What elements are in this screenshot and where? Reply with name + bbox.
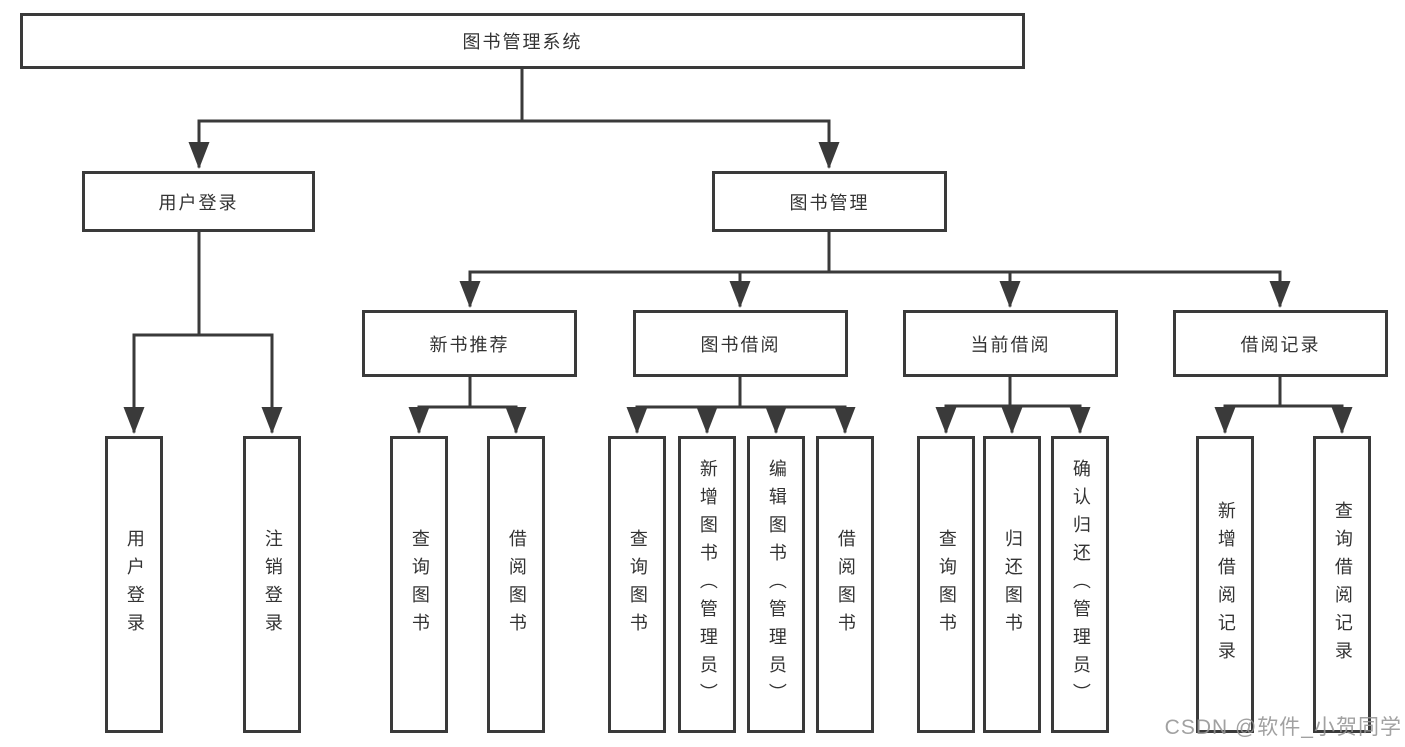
node-label: 新书推荐 xyxy=(429,334,510,355)
leaf-logout: 注销登录 xyxy=(243,436,301,733)
leaf-records-query-record: 查询借阅记录 xyxy=(1313,436,1371,733)
node-current-borrowing: 当前借阅 xyxy=(903,310,1118,377)
leaf-borrowing-add-books-admin: 新增图书（管理员） xyxy=(678,436,736,733)
leaf-current-confirm-return-admin: 确认归还（管理员） xyxy=(1051,436,1109,733)
node-label: 图书借阅 xyxy=(700,334,781,355)
leaf-borrowing-borrow-books: 借阅图书 xyxy=(816,436,874,733)
node-label: 新增借阅记录 xyxy=(1215,500,1236,669)
node-label: 借阅记录 xyxy=(1240,334,1321,355)
leaf-current-query-books: 查询图书 xyxy=(917,436,975,733)
csdn-watermark: CSDN @软件_小贺同学 xyxy=(1164,716,1402,739)
node-user-login: 用户登录 xyxy=(82,171,315,232)
node-book-borrowing: 图书借阅 xyxy=(633,310,848,377)
leaf-borrowing-edit-books-admin: 编辑图书（管理员） xyxy=(747,436,805,733)
leaf-recommend-borrow-books: 借阅图书 xyxy=(487,436,545,733)
node-label: 编辑图书（管理员） xyxy=(766,458,787,711)
node-label: 当前借阅 xyxy=(970,334,1051,355)
leaf-borrowing-query-books: 查询图书 xyxy=(608,436,666,733)
node-new-book-recommend: 新书推荐 xyxy=(362,310,577,377)
node-label: 查询图书 xyxy=(627,528,648,641)
node-label: 图书管理系统 xyxy=(462,32,583,52)
node-label: 借阅图书 xyxy=(835,528,856,641)
leaf-user-login: 用户登录 xyxy=(105,436,163,733)
node-label: 新增图书（管理员） xyxy=(697,458,718,711)
leaf-current-return-books: 归还图书 xyxy=(983,436,1041,733)
node-label: 查询借阅记录 xyxy=(1332,500,1353,669)
node-book-management: 图书管理 xyxy=(712,171,947,232)
node-label: 用户登录 xyxy=(124,528,145,641)
node-label: 确认归还（管理员） xyxy=(1070,458,1091,711)
node-label: 图书管理 xyxy=(789,192,870,213)
node-label: 注销登录 xyxy=(262,528,283,641)
node-label: 用户登录 xyxy=(158,192,239,213)
node-label: 借阅图书 xyxy=(506,528,527,641)
node-library-system: 图书管理系统 xyxy=(20,13,1025,69)
leaf-recommend-query-books: 查询图书 xyxy=(390,436,448,733)
node-label: 归还图书 xyxy=(1002,528,1023,641)
node-label: 查询图书 xyxy=(409,528,430,641)
node-label: 查询图书 xyxy=(936,528,957,641)
node-borrowing-records: 借阅记录 xyxy=(1173,310,1388,377)
leaf-records-add-record: 新增借阅记录 xyxy=(1196,436,1254,733)
